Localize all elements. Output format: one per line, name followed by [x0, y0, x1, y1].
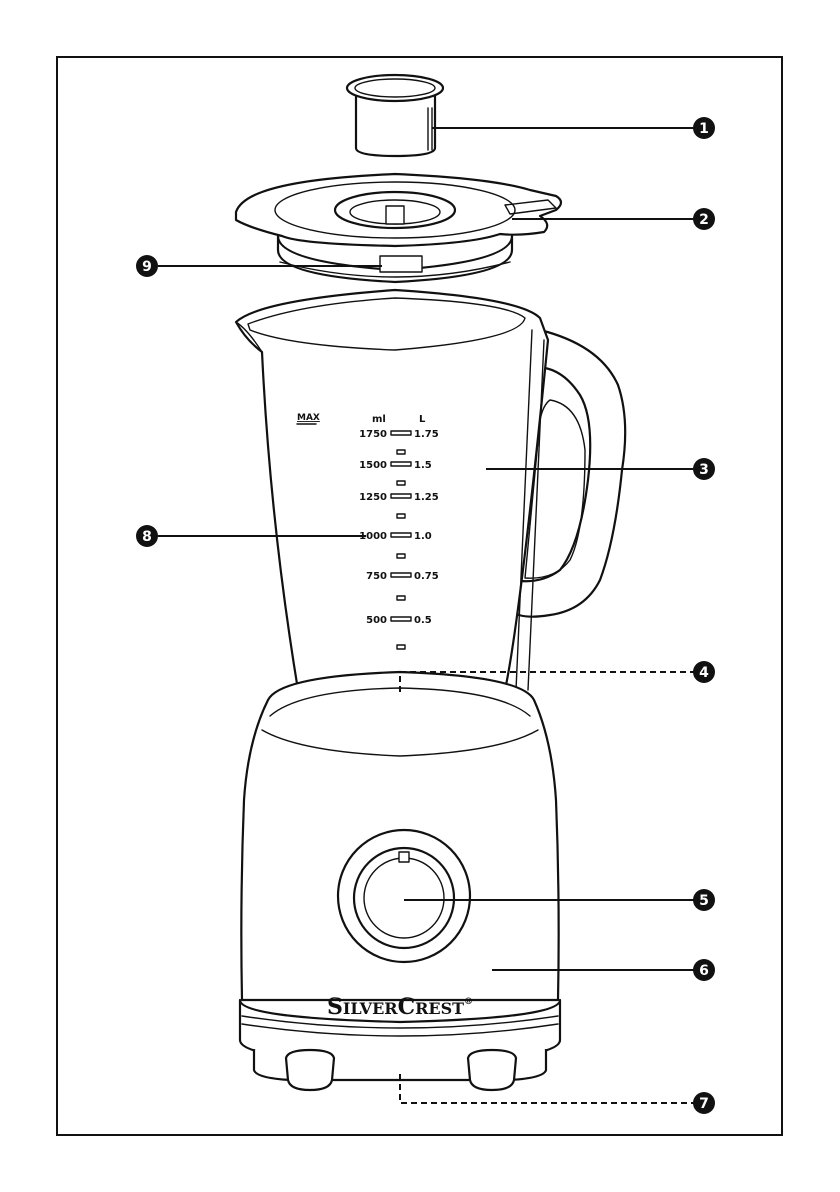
scale-l-value: 0.5: [414, 615, 432, 626]
scale-l-value: 1.5: [414, 460, 432, 471]
scale-l-header: L: [419, 414, 426, 425]
svg-text:4: 4: [699, 665, 709, 681]
callout-badge-6: 6: [693, 959, 715, 981]
scale-ml-value: 750: [366, 571, 387, 582]
callout-badge-1: 1: [693, 117, 715, 139]
max-label: MAX: [297, 413, 320, 423]
callout-badge-9: 9: [136, 255, 158, 277]
scale-l-value: 1.75: [414, 429, 439, 440]
callout-badge-7: 7: [693, 1092, 715, 1114]
svg-text:6: 6: [699, 963, 709, 979]
measuring-cup: [347, 75, 443, 156]
svg-text:2: 2: [699, 212, 709, 228]
svg-text:7: 7: [699, 1096, 709, 1112]
scale-ml-value: 1750: [359, 429, 387, 440]
svg-text:9: 9: [142, 259, 152, 275]
control-knob: [338, 830, 470, 962]
callout-badge-8: 8: [136, 525, 158, 547]
callout-badge-2: 2: [693, 208, 715, 230]
svg-text:8: 8: [142, 529, 152, 545]
svg-text:3: 3: [699, 462, 709, 478]
scale-ml-value: 1250: [359, 492, 387, 503]
scale-ml-value: 1500: [359, 460, 387, 471]
callout-badge-3: 3: [693, 458, 715, 480]
jug: MAX ml L 1750 1.75 1500 1.5 1250 1.25: [236, 290, 625, 720]
callout-badge-4: 4: [693, 661, 715, 683]
svg-text:1: 1: [699, 121, 709, 137]
scale-l-value: 1.25: [414, 492, 439, 503]
scale-ml-value: 500: [366, 615, 387, 626]
scale-ml-header: ml: [372, 414, 386, 425]
scale-l-value: 1.0: [414, 531, 432, 542]
callout-badge-5: 5: [693, 889, 715, 911]
svg-text:5: 5: [699, 893, 709, 909]
scale-l-value: 0.75: [414, 571, 439, 582]
motor-base: SILVERCREST®: [240, 672, 560, 1090]
